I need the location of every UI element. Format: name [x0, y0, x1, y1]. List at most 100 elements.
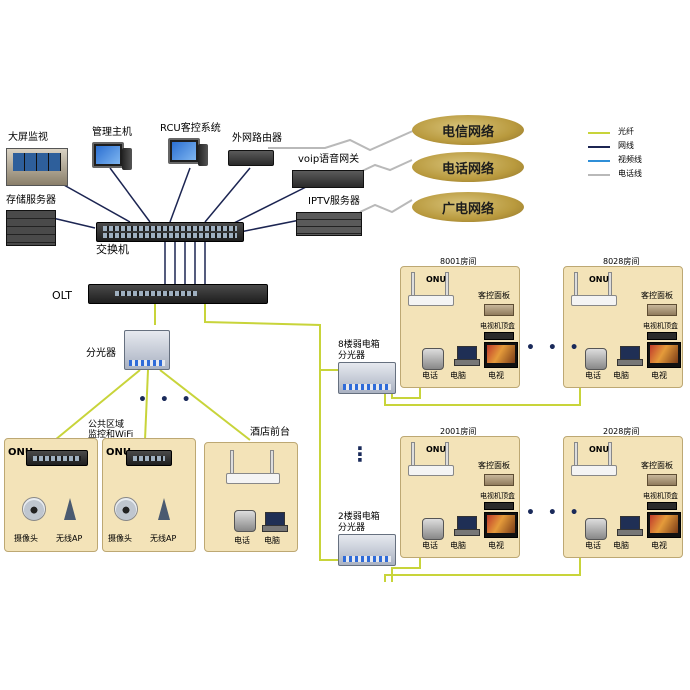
fiber-split-front: [159, 369, 251, 441]
wan-lines: [268, 129, 416, 214]
stb-label: 电视机顶盒: [643, 492, 678, 500]
onu-router-icon: [408, 442, 454, 476]
big-screen-wall: [6, 148, 68, 186]
stb-label: 电视机顶盒: [480, 322, 515, 330]
telephone-icon: [422, 348, 444, 370]
voip-gateway-icon: [292, 170, 364, 188]
fiber-split-public1: [54, 369, 141, 441]
iptv-server-icon: [296, 212, 362, 236]
control-panel-icon: [484, 304, 514, 316]
camera-label: 摄像头: [108, 534, 132, 543]
front-desk-area: [204, 442, 298, 552]
legend-network-label: 网线: [618, 141, 634, 150]
rcu-tower-icon: [198, 144, 208, 166]
cloud-broadcast: 广电网络: [412, 192, 524, 222]
label-switch: 交换机: [96, 243, 129, 256]
label-big-screen: 大屏监视: [8, 132, 48, 143]
legend-network-swatch: [588, 146, 610, 148]
room-name: 2028房间: [603, 427, 640, 436]
onu-switch-icon: [26, 450, 88, 466]
stb-label: 电视机顶盒: [643, 322, 678, 330]
network-lines: [39, 167, 326, 285]
fiber-floor2-rooms: [384, 555, 581, 582]
olt-device: [88, 284, 268, 304]
telephone-icon: [422, 518, 444, 540]
core-switch: [96, 222, 244, 242]
cloud-telecom: 电信网络: [412, 115, 524, 145]
camera-label: 摄像头: [14, 534, 38, 543]
tv-icon: [484, 342, 518, 368]
legend-phone-label: 电话线: [618, 169, 642, 178]
telephone-icon: [585, 518, 607, 540]
room-name: 8028房间: [603, 257, 640, 266]
set-top-box-icon: [647, 502, 677, 510]
set-top-box-icon: [484, 332, 514, 340]
splitter-ellipsis: • • •: [138, 392, 195, 408]
computer-label: 电脑: [450, 541, 466, 550]
onu-switch-icon: [126, 450, 172, 466]
panel-label: 客控面板: [478, 291, 510, 300]
label-front-desk: 酒店前台: [250, 427, 290, 438]
room-name: 2001房间: [440, 427, 477, 436]
monitor-icon: [92, 142, 124, 168]
computer-icon: [617, 516, 643, 536]
telephone-label: 电话: [422, 541, 438, 550]
control-panel-icon: [647, 304, 677, 316]
onu-router-icon: [226, 450, 280, 484]
tv-label: 电视: [651, 371, 667, 380]
fiber-olt-floor2: [319, 325, 338, 561]
fiber-floor8-room1: [391, 385, 421, 399]
onu-label: ONU: [589, 445, 609, 454]
computer-icon: [454, 516, 480, 536]
computer-icon: [617, 346, 643, 366]
computer-label: 电脑: [264, 536, 280, 545]
storage-server-icon: [6, 210, 56, 246]
rooms-ellipsis-8: • • •: [526, 340, 583, 356]
label-iptv: IPTV服务器: [308, 196, 360, 207]
telephone-label: 电话: [234, 536, 250, 545]
wireless-ap-icon: [158, 498, 170, 520]
label-storage: 存储服务器: [6, 195, 56, 206]
stb-label: 电视机顶盒: [480, 492, 515, 500]
onu-router-icon: [571, 272, 617, 306]
fiber-floor2-room1: [391, 555, 421, 582]
tv-label: 电视: [488, 371, 504, 380]
label-mgmt-host: 管理主机: [92, 127, 132, 138]
telephone-icon: [234, 510, 256, 532]
panel-label: 客控面板: [478, 461, 510, 470]
panel-label: 客控面板: [641, 461, 673, 470]
camera-icon: [22, 497, 46, 521]
set-top-box-icon: [484, 502, 514, 510]
computer-label: 电脑: [450, 371, 466, 380]
label-splitter: 分光器: [86, 348, 116, 359]
control-panel-icon: [647, 474, 677, 486]
tv-icon: [647, 342, 681, 368]
fiber-olt-floor8: [204, 302, 338, 371]
camera-icon: [114, 497, 138, 521]
rooms-ellipsis-2: • • •: [526, 505, 583, 521]
floors-vertical-dots: ⋮: [350, 442, 370, 466]
fiber-lines: [54, 302, 581, 582]
computer-icon: [262, 512, 288, 532]
main-splitter: [124, 330, 170, 370]
legend-phone-swatch: [588, 174, 610, 176]
fiber-floor8-rooms: [384, 385, 581, 406]
tv-icon: [484, 512, 518, 538]
label-olt: OLT: [52, 289, 72, 302]
pc-tower-icon: [122, 148, 132, 170]
tv-icon: [647, 512, 681, 538]
rcu-monitor-icon: [168, 138, 200, 164]
tv-label: 电视: [488, 541, 504, 550]
router-icon: [228, 150, 274, 166]
label-floor2-splitter: 2楼弱电箱 分光器: [338, 512, 380, 533]
ap-label: 无线AP: [56, 534, 83, 543]
set-top-box-icon: [647, 332, 677, 340]
video-wall-icon: [13, 153, 61, 171]
onu-label: ONU: [589, 275, 609, 284]
fiber-split-public2: [144, 369, 149, 441]
cloud-telephone: 电话网络: [412, 152, 524, 182]
floor8-splitter: [338, 362, 396, 394]
label-router: 外网路由器: [232, 133, 282, 144]
label-public-area: 公共区域 监控和WiFi: [88, 420, 134, 441]
